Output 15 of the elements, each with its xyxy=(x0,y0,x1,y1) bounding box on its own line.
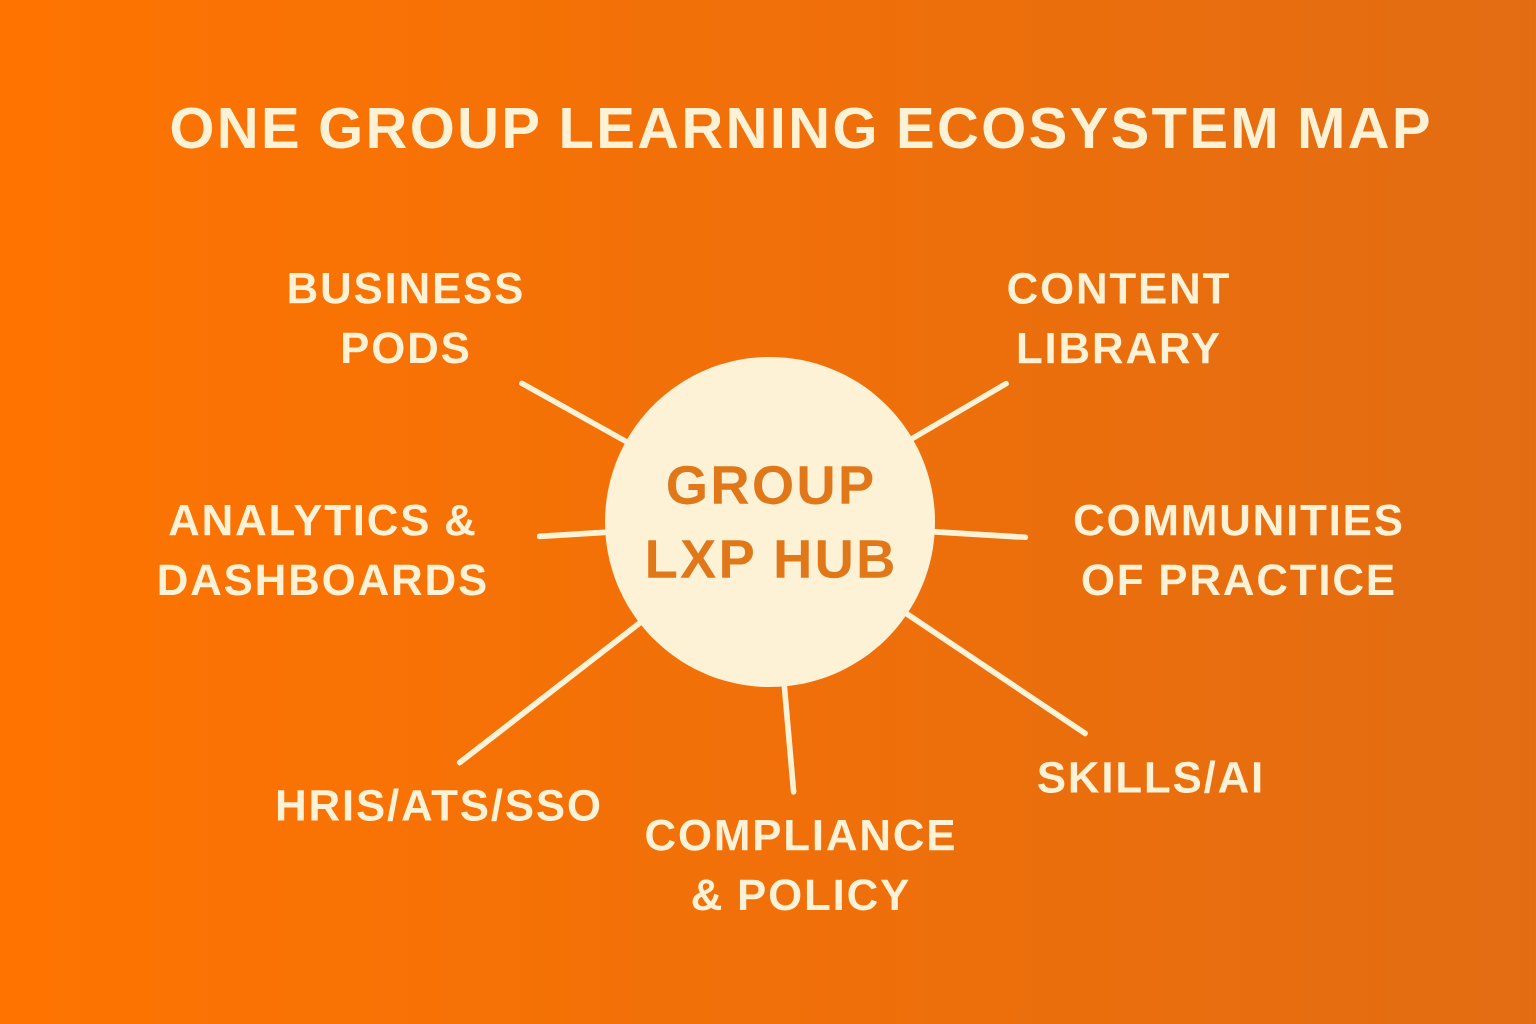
connector-line xyxy=(910,380,1009,441)
connector-line xyxy=(781,684,797,795)
node-label: COMPLIANCE & POLICY xyxy=(646,819,954,911)
title: ONE GROUP LEARNING ECOSYSTEM MAP xyxy=(171,107,1429,149)
node-label: CONTENT LIBRARY xyxy=(1008,272,1229,364)
connector-line xyxy=(932,529,1029,541)
node-label: ANALYTICS & DASHBOARDS xyxy=(159,504,486,596)
node-label: BUSINESS PODS xyxy=(289,272,522,364)
connector-line xyxy=(904,611,1088,737)
connector-line xyxy=(536,529,608,540)
node-label: SKILLS/AI xyxy=(1038,760,1261,794)
connector-line xyxy=(456,620,642,766)
node-label: HRIS/ATS/SSO xyxy=(277,788,600,822)
connector-line xyxy=(519,380,629,444)
node-label: COMMUNITIES OF PRACTICE xyxy=(1074,504,1402,596)
